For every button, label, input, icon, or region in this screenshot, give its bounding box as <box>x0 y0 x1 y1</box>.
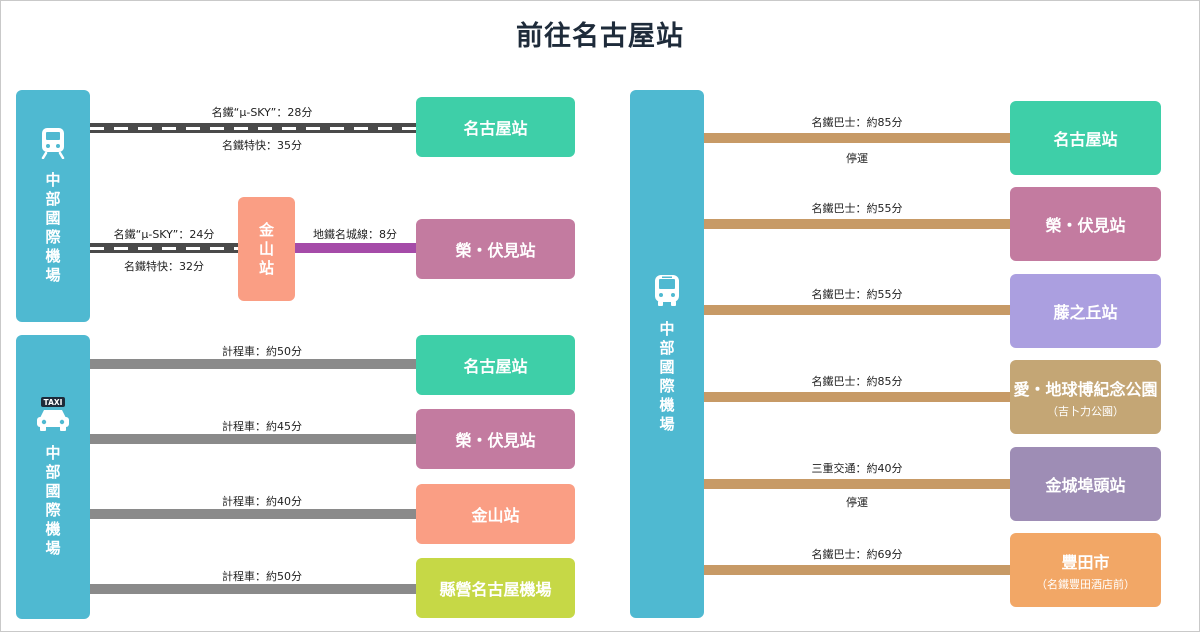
metro-line-sakae <box>295 243 416 253</box>
route-label: 計程車：約40分 <box>222 495 302 508</box>
dest-label: 名古屋站 <box>1053 130 1118 149</box>
dest-kinjo-futo-station: 金城埠頭站 <box>1010 447 1161 521</box>
dest-sakae-fushimi-station: 榮・伏見站 <box>416 409 575 469</box>
route-label: 地鐵名城線：8分 <box>313 228 397 241</box>
route-label: 名鐵巴士：約55分 <box>811 202 903 215</box>
bus-line <box>704 565 1010 575</box>
rail-line-kanayama <box>90 243 238 253</box>
train-icon <box>39 127 67 163</box>
taxi-icon: TAXI <box>35 396 71 436</box>
dest-label: 金山站 <box>471 506 520 525</box>
transfer-kanayama-station: 金山站 <box>238 197 295 301</box>
bus-line <box>704 133 1010 143</box>
taxi-line <box>90 359 416 369</box>
origin-label: 中部國際機場 <box>45 171 61 284</box>
dest-label: 藤之丘站 <box>1053 303 1118 322</box>
bus-line <box>704 219 1010 229</box>
dest-prefectural-nagoya-airport: 縣營名古屋機場 <box>416 558 575 618</box>
route-label: 計程車：約50分 <box>222 570 302 583</box>
route-label: 計程車：約50分 <box>222 345 302 358</box>
dest-sublabel: （名鐵豐田酒店前） <box>1036 577 1135 591</box>
taxi-line <box>90 509 416 519</box>
route-label: 三重交通：約40分 <box>811 462 903 475</box>
dest-sublabel: （吉卜力公園） <box>1047 404 1124 418</box>
dest-label: 榮・伏見站 <box>455 431 536 450</box>
dest-label: 榮・伏見站 <box>455 241 536 260</box>
route-label: 名鐵巴士：約55分 <box>811 288 903 301</box>
dest-nagoya-station: 名古屋站 <box>1010 101 1161 175</box>
dest-label: 豐田市 <box>1061 552 1110 572</box>
route-label: 名鐵“μ-SKY”：24分 <box>113 228 215 241</box>
taxi-line <box>90 434 416 444</box>
taxi-sign-text: TAXI <box>44 398 63 407</box>
route-note: 停運 <box>846 496 868 509</box>
dest-toyota-city: 豐田市 （名鐵豐田酒店前） <box>1010 533 1161 607</box>
taxi-line <box>90 584 416 594</box>
dest-nagoya-station: 名古屋站 <box>416 97 575 157</box>
dest-kanayama-station: 金山站 <box>416 484 575 544</box>
page-title: 前往名古屋站 <box>516 21 684 52</box>
rail-line-nagoya <box>90 123 416 133</box>
dest-label: 縣營名古屋機場 <box>439 580 552 599</box>
origin-bus-block: 中部國際機場 <box>630 90 704 618</box>
route-label: 計程車：約45分 <box>222 420 302 433</box>
transfer-label: 金山站 <box>258 220 274 277</box>
bus-line <box>704 392 1010 402</box>
dest-label: 愛・地球博紀念公園 <box>1013 379 1158 399</box>
dest-label: 榮・伏見站 <box>1045 216 1126 235</box>
bus-line <box>704 479 1010 489</box>
route-label: 名鐵特快：35分 <box>222 139 302 152</box>
dest-label: 名古屋站 <box>463 357 528 376</box>
dest-sakae-fushimi-station: 榮・伏見站 <box>416 219 575 279</box>
bus-line <box>704 305 1010 315</box>
origin-taxi-block: TAXI 中部國際機場 <box>16 335 90 619</box>
route-label: 名鐵巴士：約85分 <box>811 116 903 129</box>
route-note: 停運 <box>846 152 868 165</box>
bus-icon <box>652 274 682 312</box>
dest-fujigaoka-station: 藤之丘站 <box>1010 274 1161 348</box>
origin-label: 中部國際機場 <box>45 444 61 557</box>
origin-label: 中部國際機場 <box>659 320 675 433</box>
dest-nagoya-station: 名古屋站 <box>416 335 575 395</box>
dest-label: 金城埠頭站 <box>1045 476 1126 495</box>
dest-sakae-fushimi-station: 榮・伏見站 <box>1010 187 1161 261</box>
route-label: 名鐵特快：32分 <box>124 260 204 273</box>
dest-expo-memorial-park: 愛・地球博紀念公園 （吉卜力公園） <box>1010 360 1161 434</box>
route-label: 名鐵巴士：約85分 <box>811 375 903 388</box>
route-label: 名鐵巴士：約69分 <box>811 548 903 561</box>
dest-label: 名古屋站 <box>463 119 528 138</box>
route-label: 名鐵“μ-SKY”：28分 <box>211 106 313 119</box>
origin-train-block: 中部國際機場 <box>16 90 90 322</box>
